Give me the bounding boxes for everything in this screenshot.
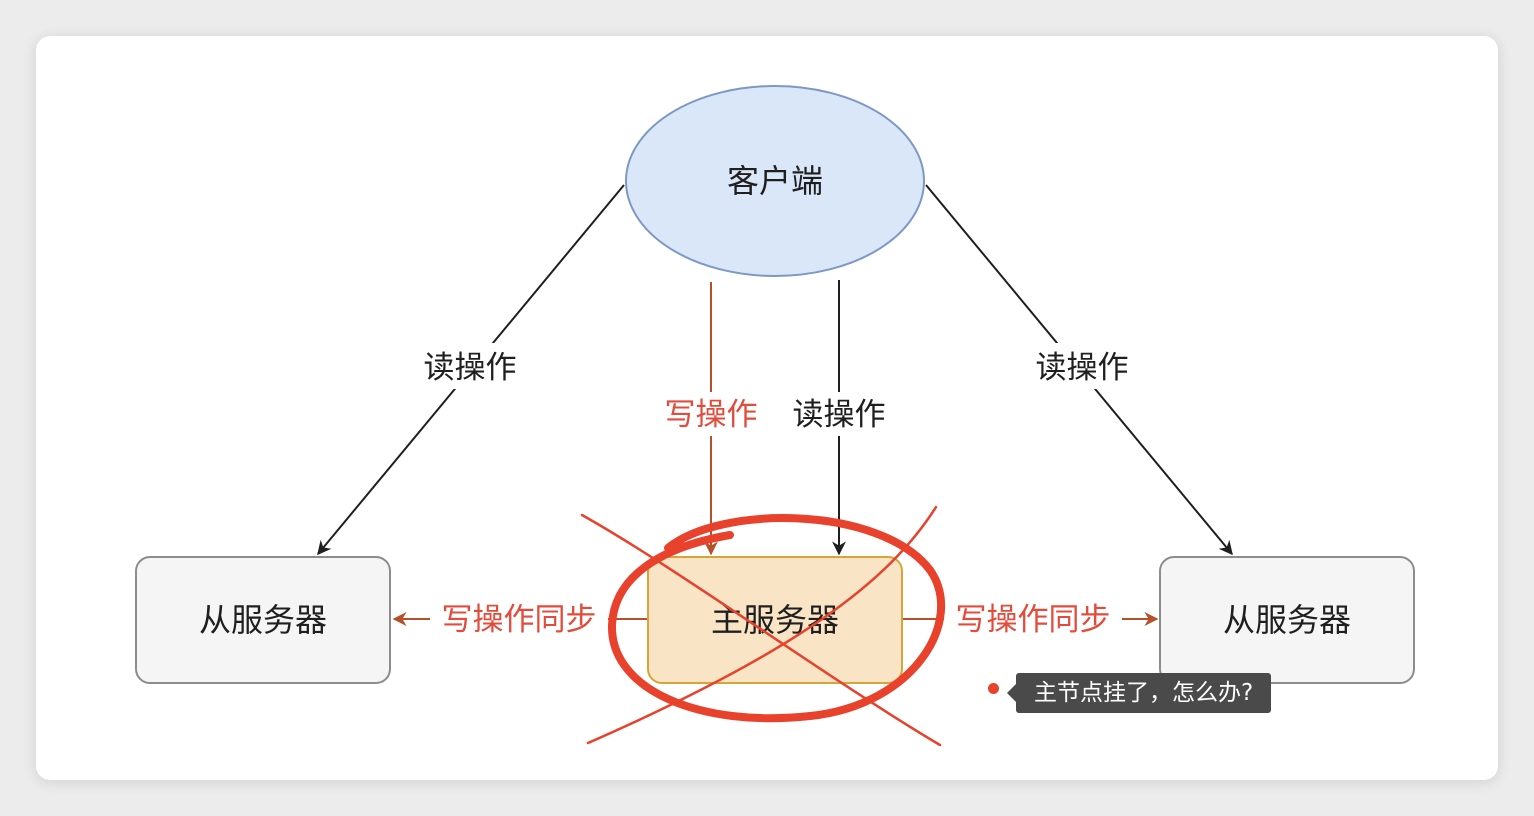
master-node <box>647 556 903 684</box>
client-label: 客户端 <box>727 162 823 200</box>
client-node <box>625 85 925 277</box>
master-label: 主服务器 <box>711 601 839 639</box>
edge-label-write-center: 写操作 <box>665 397 758 433</box>
slave-right-label: 从服务器 <box>1223 601 1351 639</box>
slave-left-node <box>135 556 391 684</box>
slave-left-label: 从服务器 <box>199 601 327 639</box>
comment-marker-dot[interactable] <box>988 683 999 694</box>
failure-cross-line-1 <box>580 513 942 747</box>
edge-label-read-right: 读操作 <box>1036 350 1129 386</box>
failure-circle <box>607 514 945 723</box>
comment-tooltip: 主节点挂了，怎么办? <box>1006 673 1272 713</box>
failure-cross-line-2 <box>586 505 938 745</box>
edge-label-read-center: 读操作 <box>793 397 886 433</box>
slave-right-node <box>1159 556 1415 684</box>
edge-label-read-left: 读操作 <box>424 350 517 386</box>
edge-label-sync-right: 写操作同步 <box>956 602 1111 638</box>
edge-label-sync-left: 写操作同步 <box>442 602 597 638</box>
failure-cross-out-mark <box>580 505 945 747</box>
